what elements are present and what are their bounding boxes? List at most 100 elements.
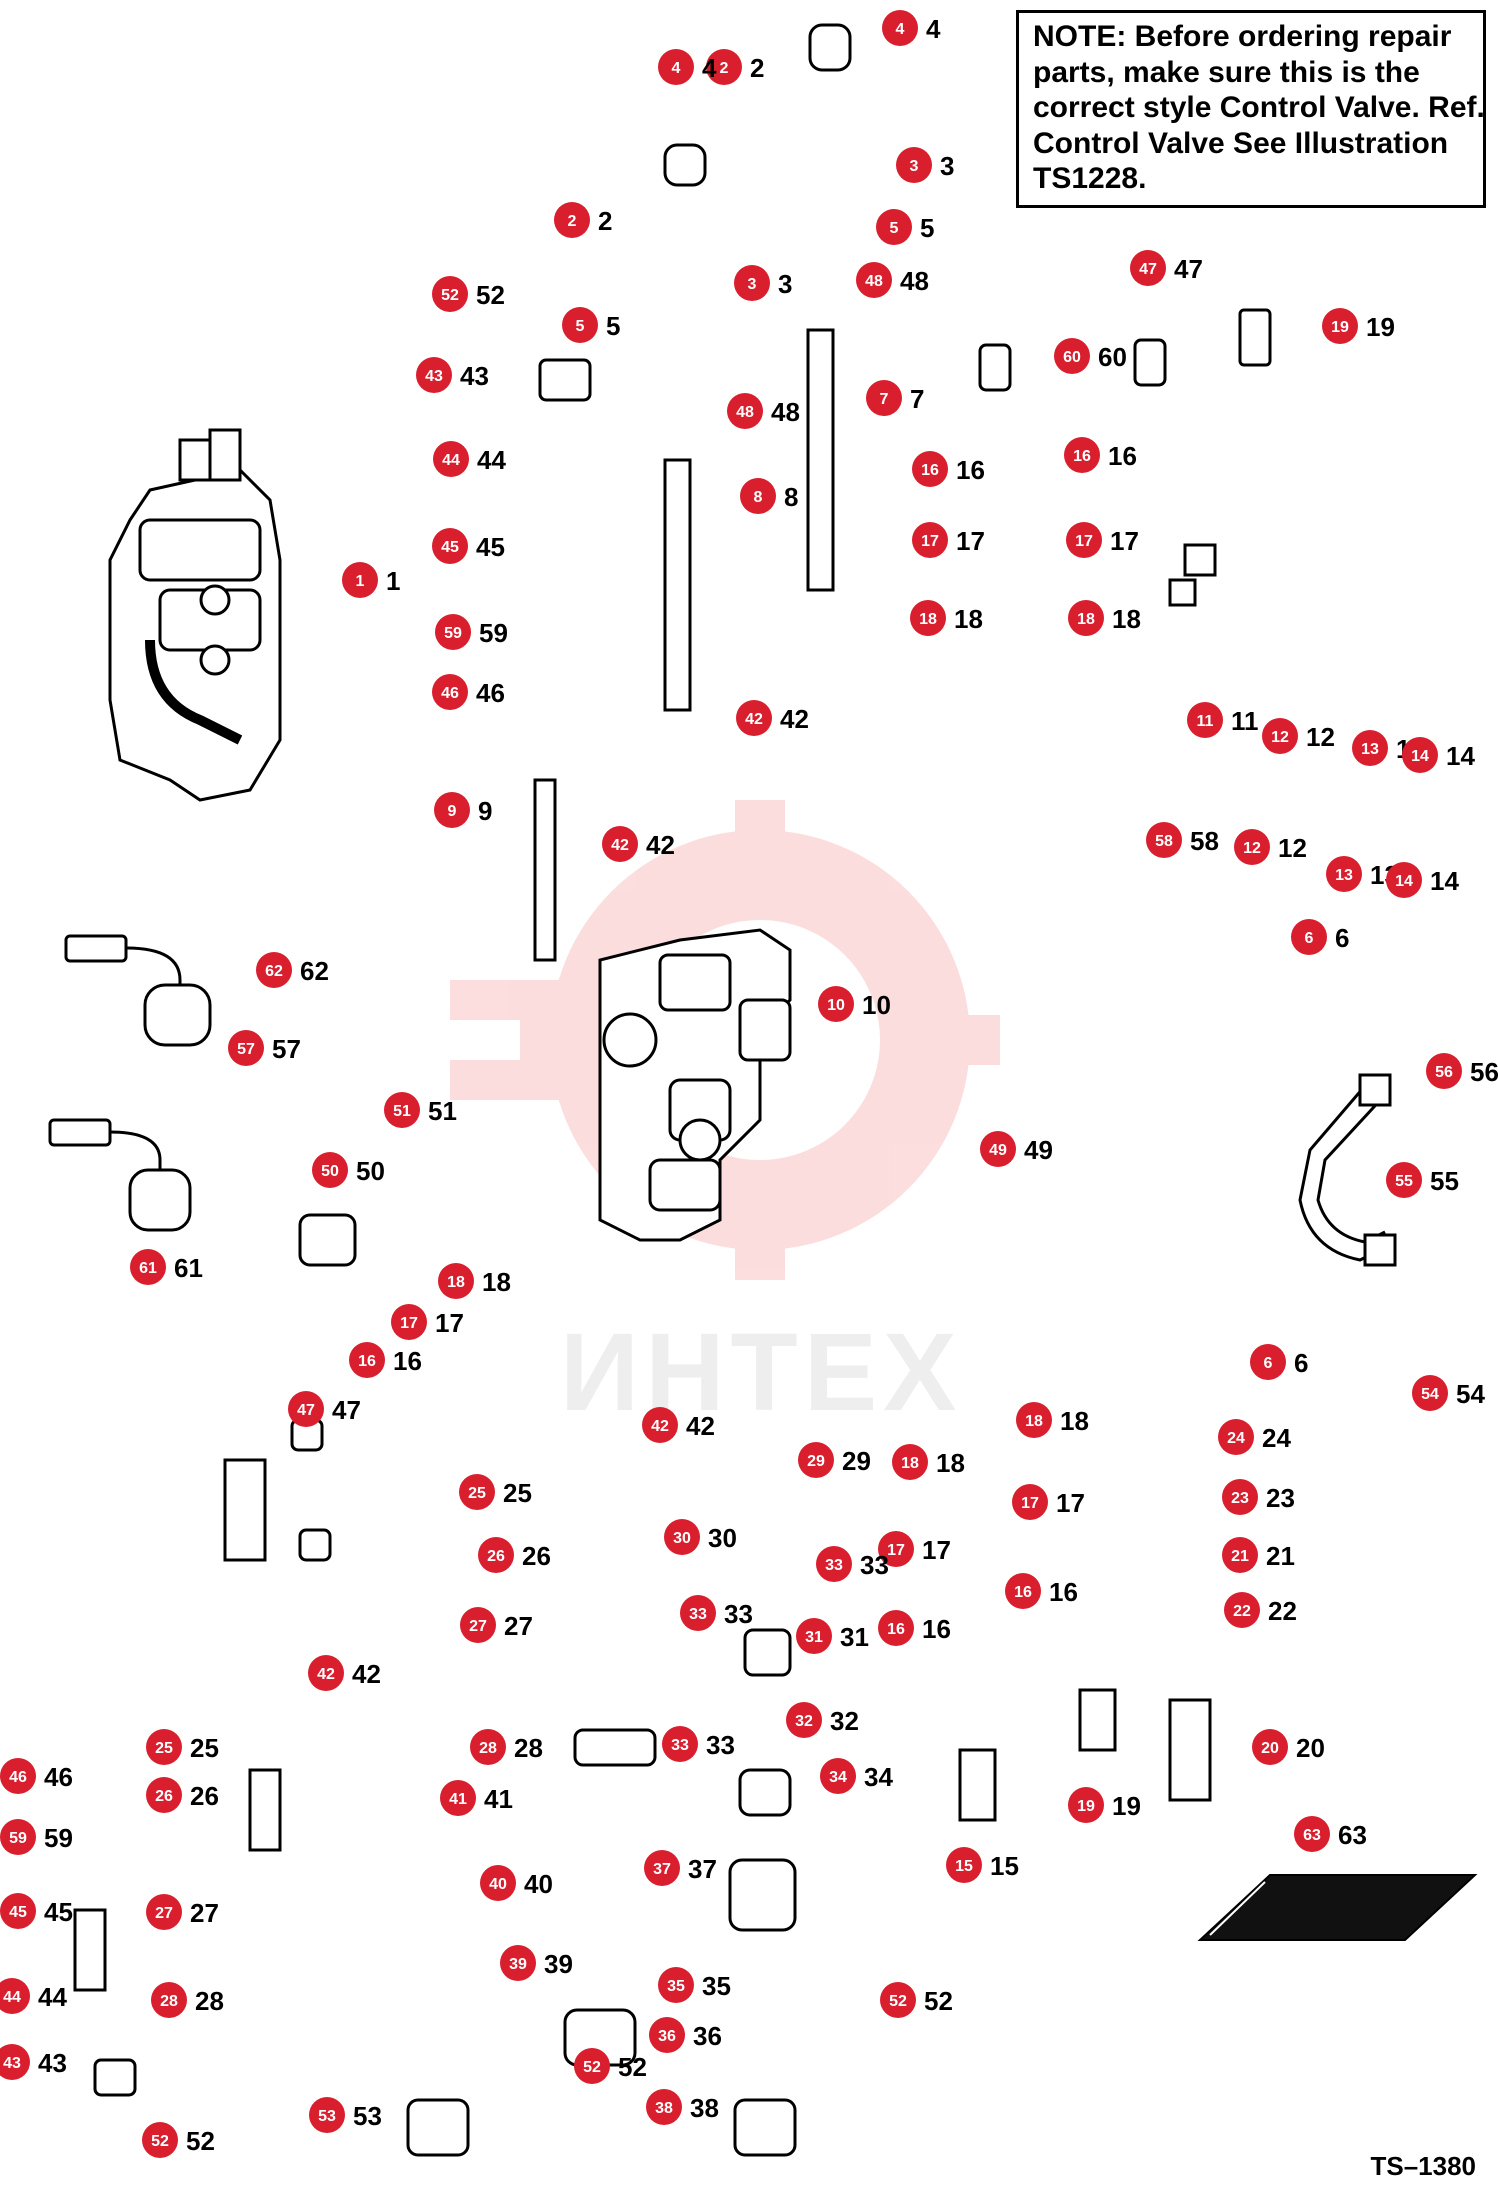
item-label: 33 bbox=[706, 1730, 735, 1760]
callout-number: 14 bbox=[1411, 748, 1429, 765]
callout-circle bbox=[1068, 600, 1104, 636]
item-label: 10 bbox=[862, 990, 891, 1020]
item-label: 59 bbox=[44, 1823, 73, 1853]
callout-circle bbox=[1066, 522, 1102, 558]
item-label: 52 bbox=[186, 2126, 215, 2156]
callout-number: 30 bbox=[673, 1530, 691, 1547]
item-label: 11 bbox=[1231, 706, 1259, 736]
callout-circle bbox=[946, 1847, 982, 1883]
callout-circle bbox=[1068, 1787, 1104, 1823]
item-label: 39 bbox=[544, 1949, 573, 1979]
item-label: 17 bbox=[1056, 1488, 1085, 1518]
callout-number: 35 bbox=[667, 1978, 685, 1995]
item-label: 25 bbox=[190, 1733, 219, 1763]
callout-number: 57 bbox=[237, 1041, 255, 1058]
item-label: 45 bbox=[476, 532, 505, 562]
callout-circle bbox=[0, 1978, 30, 2014]
callout-circle bbox=[1224, 1592, 1260, 1628]
callout-circle bbox=[662, 1726, 698, 1762]
callout-number: 60 bbox=[1063, 349, 1081, 366]
item-label: 42 bbox=[780, 704, 809, 734]
callout-number: 3 bbox=[748, 276, 757, 293]
callout-number: 2 bbox=[568, 213, 577, 230]
callout-number: 16 bbox=[358, 1353, 376, 1370]
callout-circle bbox=[1005, 1573, 1041, 1609]
callout-circle bbox=[433, 441, 469, 477]
callout-number: 28 bbox=[160, 1993, 178, 2010]
callout-circle bbox=[478, 1537, 514, 1573]
callout-c9: 99 bbox=[434, 792, 492, 828]
callout-number: 13 bbox=[1361, 741, 1379, 758]
item-label: 16 bbox=[1049, 1577, 1078, 1607]
callout-c50: 50 50 bbox=[312, 1152, 385, 1188]
item-label: 29 bbox=[842, 1446, 871, 1476]
callout-number: 33 bbox=[689, 1606, 707, 1623]
item-label: 14 bbox=[1430, 866, 1459, 896]
callout-number: 45 bbox=[441, 539, 459, 556]
item-label: 50 bbox=[356, 1156, 385, 1186]
item-label: 52 bbox=[618, 2052, 647, 2082]
callout-number: 36 bbox=[658, 2028, 676, 2045]
item-label: 4 bbox=[702, 53, 717, 83]
callout-circle bbox=[1218, 1419, 1254, 1455]
callout-circle bbox=[1146, 822, 1182, 858]
item-label: 12 bbox=[1306, 722, 1335, 752]
callout-circle bbox=[308, 1655, 344, 1691]
callout-circle bbox=[1386, 1162, 1422, 1198]
control-valve-body bbox=[598, 928, 792, 1242]
callout-circle bbox=[342, 562, 378, 598]
figure-reference: TS–1380 bbox=[1370, 2151, 1476, 2181]
item-label: 57 bbox=[272, 1034, 301, 1064]
callout-number: 40 bbox=[489, 1876, 507, 1893]
callout-number: 13 bbox=[1335, 867, 1353, 884]
item-label: 3 bbox=[940, 151, 954, 181]
solenoid-coil-61 bbox=[48, 1118, 192, 1232]
callout-circle bbox=[1012, 1484, 1048, 1520]
callout-number: 26 bbox=[155, 1788, 173, 1805]
item-label: 7 bbox=[910, 384, 924, 414]
item-label: 27 bbox=[504, 1611, 533, 1641]
callout-circle bbox=[1412, 1375, 1448, 1411]
callout-circle bbox=[980, 1131, 1016, 1167]
callout-number: 59 bbox=[9, 1830, 27, 1847]
item-label: 28 bbox=[514, 1733, 543, 1763]
callout-number: 32 bbox=[795, 1713, 813, 1730]
callout-number: 52 bbox=[889, 1993, 907, 2010]
callout-circle bbox=[912, 451, 948, 487]
callout-number: 23 bbox=[1231, 1490, 1249, 1507]
item-label: 53 bbox=[353, 2101, 382, 2131]
item-label: 17 bbox=[1110, 526, 1139, 556]
callout-number: 8 bbox=[754, 489, 763, 506]
callout-c4a: 44 bbox=[658, 49, 717, 85]
item-label: 24 bbox=[1262, 1423, 1291, 1453]
callout-circle bbox=[1291, 919, 1327, 955]
item-label: 17 bbox=[922, 1535, 951, 1565]
callout-number: 50 bbox=[321, 1163, 339, 1180]
callout-number: 17 bbox=[400, 1315, 418, 1332]
item-label: 31 bbox=[840, 1622, 869, 1652]
callout-number: 4 bbox=[672, 60, 681, 77]
callout-circle bbox=[151, 1982, 187, 2018]
callout-c5b: 55 bbox=[562, 307, 620, 343]
callout-number: 24 bbox=[1227, 1430, 1245, 1447]
callout-number: 15 bbox=[955, 1858, 973, 1875]
